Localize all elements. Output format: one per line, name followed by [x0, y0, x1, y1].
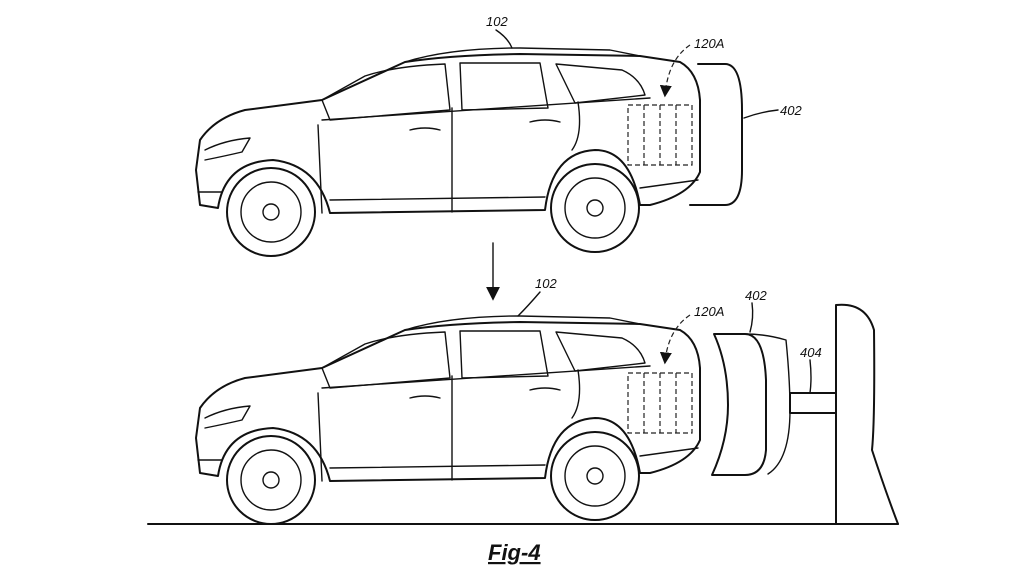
figure-caption: Fig-4: [488, 540, 541, 565]
bottom-view: 102 120A 402 404: [147, 276, 899, 525]
leader-102-top: [495, 29, 513, 49]
ref-120A-bottom: 120A: [694, 304, 724, 319]
pack-detached-rear: [744, 333, 791, 475]
ref-404: 404: [800, 345, 822, 360]
pack-attached: [689, 63, 743, 206]
support-arm: [789, 392, 837, 414]
wall: [835, 303, 899, 525]
vehicle-bottom: [195, 315, 701, 525]
leader-102-bottom: [517, 291, 541, 317]
leader-402-bottom: [749, 302, 754, 333]
leader-120A-bottom: [659, 314, 691, 365]
leader-120A-top: [659, 44, 691, 98]
vehicle-top: [195, 47, 701, 257]
ref-120A-top: 120A: [694, 36, 724, 51]
ref-102-top: 102: [486, 14, 508, 29]
ref-402-top: 402: [780, 103, 802, 118]
leader-402-top: [743, 109, 779, 119]
ref-402-bottom: 402: [745, 288, 767, 303]
pack-detached: [711, 333, 767, 476]
top-view: 102 120A 402: [195, 14, 802, 257]
ref-102-bottom: 102: [535, 276, 557, 291]
leader-404: [809, 359, 812, 394]
